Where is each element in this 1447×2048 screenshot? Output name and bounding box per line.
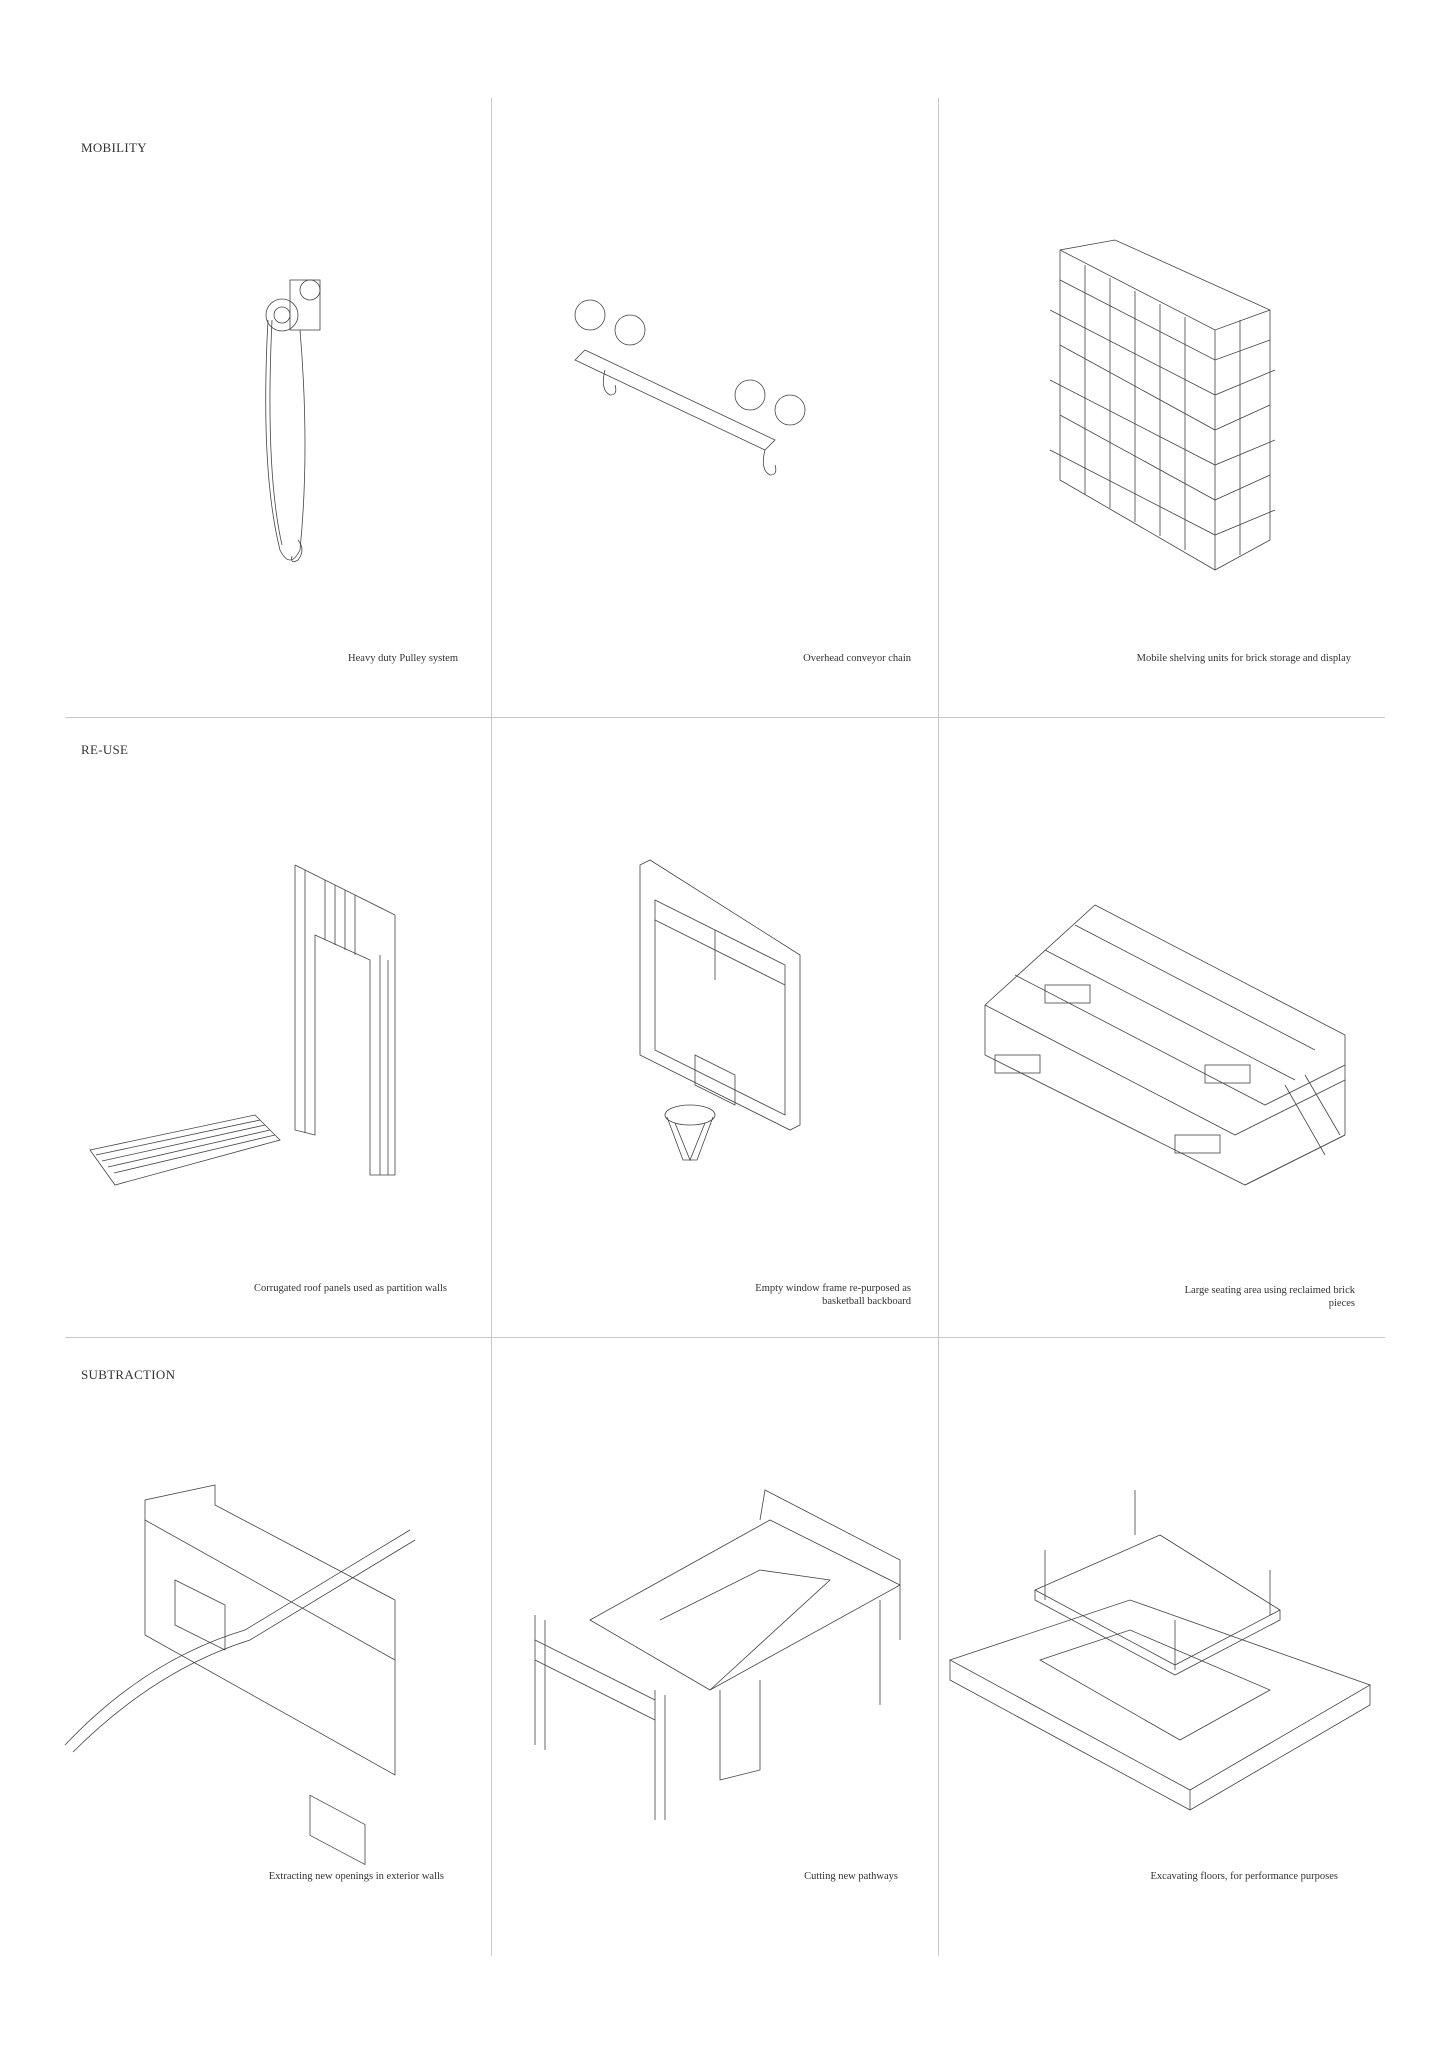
caption-pathways: Cutting new pathways: [804, 1871, 898, 1882]
pulley-illustration: [265, 279, 321, 563]
excavated-floor-illustration: [948, 1490, 1371, 1811]
section-title-mobility: MOBILITY: [81, 140, 147, 155]
caption-excavating: Excavating floors, for performance purpo…: [1150, 1871, 1338, 1882]
row-divider-1: [65, 717, 1385, 718]
wall-openings-illustration: [64, 1484, 416, 1866]
row-divider-2: [65, 1337, 1385, 1338]
corrugated-panels-illustration: [89, 864, 396, 1186]
section-title-re-use: RE-USE: [81, 742, 129, 757]
shelving-units-illustration: [1049, 239, 1276, 571]
column-divider-1: [491, 98, 492, 1956]
basketball-backboard-illustration: [639, 859, 801, 1162]
new-pathways-illustration: [534, 1489, 901, 1820]
caption-seating: Large seating area using reclaimed brick…: [1184, 1285, 1355, 1309]
caption-conveyor: Overhead conveyor chain: [803, 653, 911, 664]
caption-openings: Extracting new openings in exterior wall…: [268, 1871, 444, 1882]
caption-shelving: Mobile shelving units for brick storage …: [1136, 653, 1351, 664]
caption-backboard: Empty window frame re-purposed as basket…: [755, 1283, 911, 1307]
column-divider-2: [938, 98, 939, 1956]
section-title-subtraction: SUBTRACTION: [81, 1367, 176, 1382]
caption-pulley: Heavy duty Pulley system: [348, 653, 458, 664]
brick-seating-illustration: [984, 904, 1346, 1186]
conveyor-chain-illustration: [574, 299, 806, 476]
caption-corrugated: Corrugated roof panels used as partition…: [253, 1283, 447, 1294]
